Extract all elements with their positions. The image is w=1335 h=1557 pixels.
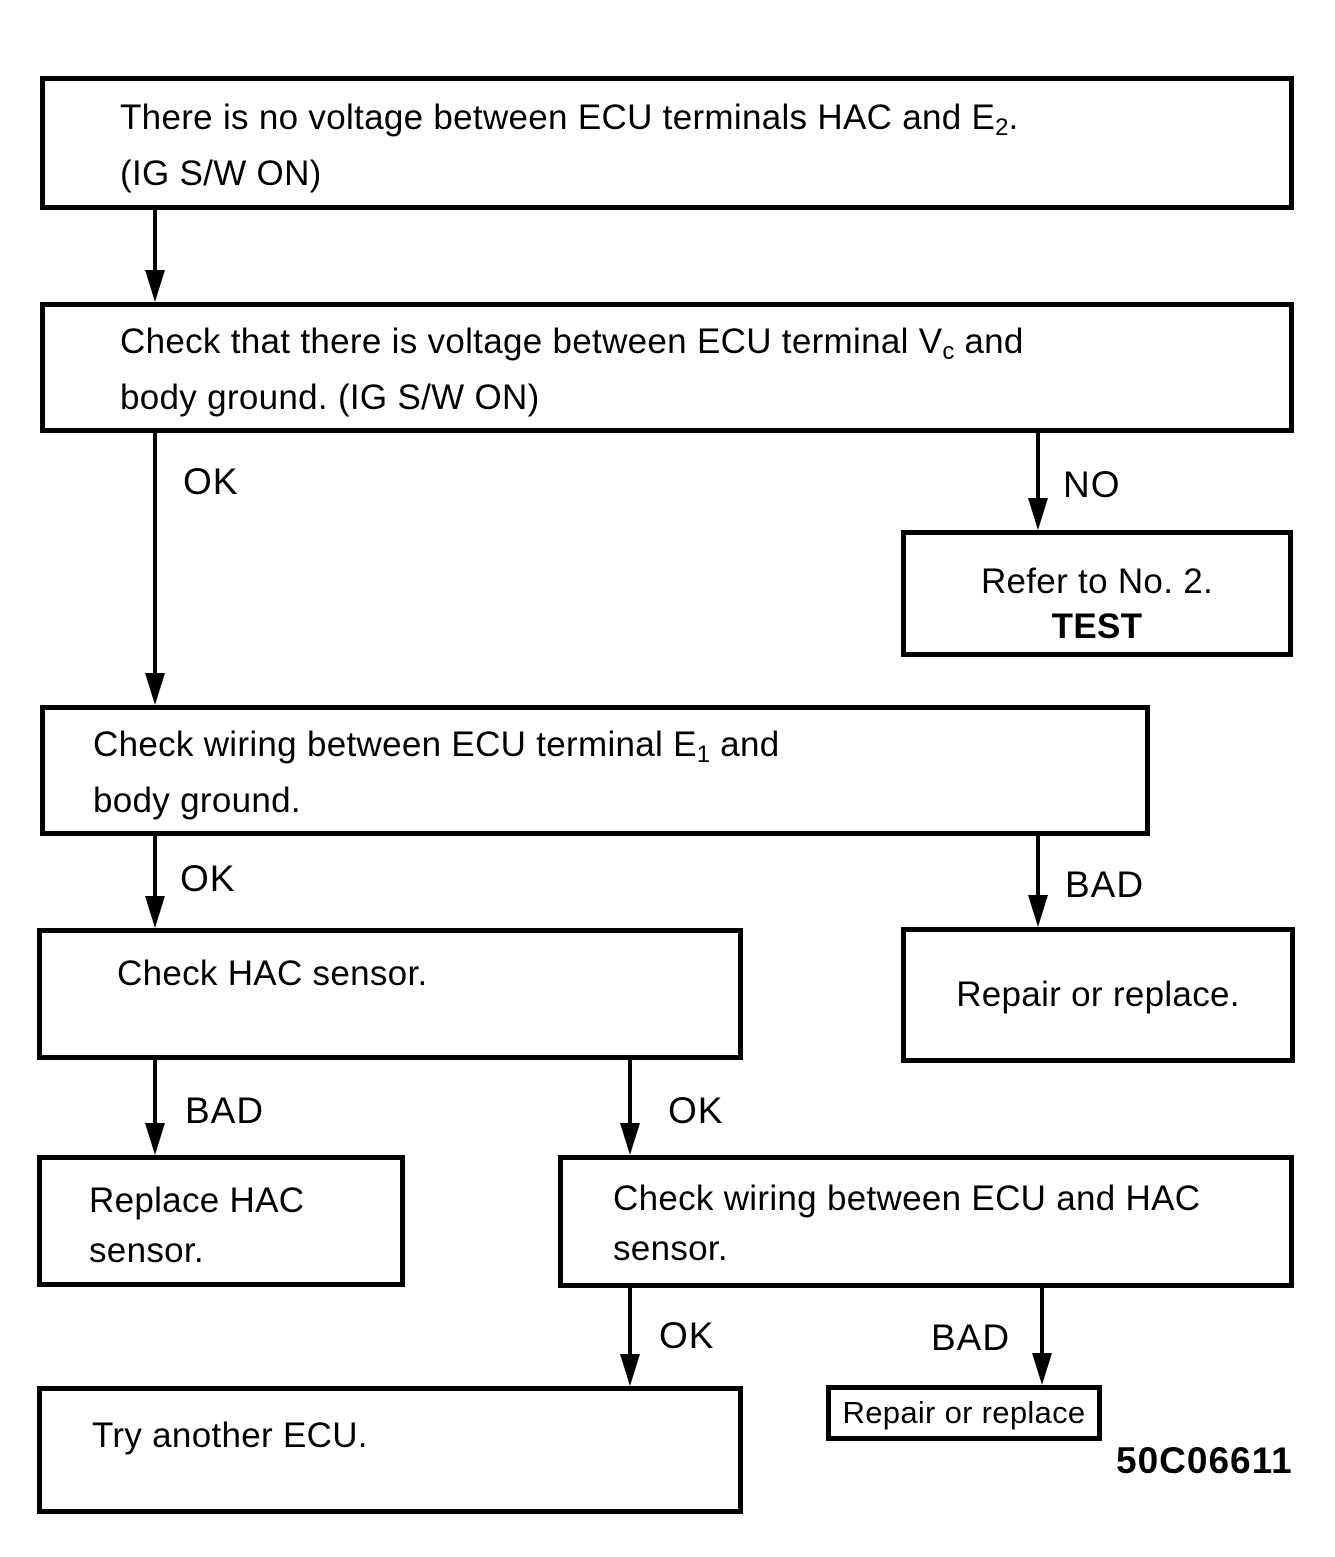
flow-connector <box>628 1060 632 1125</box>
flow-connector <box>1036 433 1040 500</box>
symptom-line1: There is no voltage between ECU terminal… <box>120 95 1269 151</box>
arrow-head <box>145 1123 165 1155</box>
repair-or-replace-box: Repair or replace. <box>901 927 1295 1063</box>
symptom-line1-sub: 2 <box>995 114 1009 141</box>
symptom-line1-pre: There is no voltage between ECU terminal… <box>120 98 996 137</box>
flow-connector <box>153 433 157 675</box>
try-another-ecu-text: Try another ECU. <box>92 1416 368 1455</box>
refer-test-line2: TEST <box>1051 607 1143 646</box>
flow-connector <box>1040 1288 1044 1355</box>
edge-label-e1-ok: OK <box>180 858 236 899</box>
check-e1-line2: body ground. <box>93 781 301 820</box>
figure-code: 50C06611 <box>1116 1440 1293 1481</box>
check-e1-line1: Check wiring between ECU terminal E1 and <box>93 722 1125 778</box>
check-ecu-hac-wiring-box: Check wiring between ECU and HAC sensor. <box>558 1155 1294 1288</box>
arrow-head <box>1028 498 1048 530</box>
replace-hac-sensor-box: Replace HAC sensor. <box>37 1155 405 1287</box>
replace-hac-line2: sensor. <box>89 1231 204 1270</box>
edge-label-e1-bad: BAD <box>1065 864 1145 905</box>
edge-label-wiring-ok: OK <box>659 1315 715 1356</box>
flow-connector <box>153 836 157 900</box>
check-ecu-hac-line2: sensor. <box>613 1229 728 1268</box>
repair-or-replace-small-text: Repair or replace <box>842 1395 1086 1430</box>
check-vc-line1-post: and <box>954 322 1024 361</box>
arrow-head <box>1032 1353 1052 1385</box>
check-e1-wiring-box: Check wiring between ECU terminal E1 and… <box>40 705 1150 836</box>
check-vc-line1-sub: c <box>942 338 955 365</box>
arrow-head <box>145 270 165 302</box>
flow-connector <box>1036 836 1040 897</box>
refer-test-box: Refer to No. 2. TEST <box>901 530 1293 657</box>
edge-label-vc-ok: OK <box>183 461 239 502</box>
check-e1-line1-post: and <box>710 725 780 764</box>
try-another-ecu-box: Try another ECU. <box>37 1386 743 1514</box>
check-e1-line1-pre: Check wiring between ECU terminal E <box>93 725 697 764</box>
edge-label-hac-bad: BAD <box>185 1090 265 1131</box>
refer-test-line1: Refer to No. 2. <box>980 562 1214 601</box>
flow-connector <box>153 1060 157 1125</box>
arrow-head <box>145 896 165 928</box>
symptom-box: There is no voltage between ECU terminal… <box>40 76 1294 210</box>
replace-hac-line1: Replace HAC <box>89 1181 305 1220</box>
arrow-head <box>145 673 165 705</box>
check-ecu-hac-line1: Check wiring between ECU and HAC <box>613 1179 1201 1218</box>
check-vc-line1: Check that there is voltage between ECU … <box>120 319 1269 375</box>
check-hac-sensor-text: Check HAC sensor. <box>117 954 428 993</box>
repair-or-replace-text: Repair or replace. <box>956 975 1240 1014</box>
arrow-head <box>620 1354 640 1386</box>
edge-label-vc-no: NO <box>1063 464 1121 505</box>
repair-or-replace-small-box: Repair or replace <box>826 1385 1102 1441</box>
edge-label-hac-ok: OK <box>668 1090 724 1131</box>
check-vc-line1-pre: Check that there is voltage between ECU … <box>120 322 943 361</box>
symptom-line2: (IG S/W ON) <box>120 154 322 193</box>
check-hac-sensor-box: Check HAC sensor. <box>37 928 743 1060</box>
arrow-head <box>1028 895 1048 927</box>
symptom-line1-post: . <box>1008 98 1019 137</box>
arrow-head <box>620 1123 640 1155</box>
edge-label-wiring-bad: BAD <box>931 1317 1011 1358</box>
check-vc-box: Check that there is voltage between ECU … <box>40 302 1294 433</box>
flow-connector <box>628 1288 632 1356</box>
check-e1-line1-sub: 1 <box>696 741 711 768</box>
check-vc-line2: body ground. (IG S/W ON) <box>120 378 540 417</box>
flow-connector <box>153 210 157 274</box>
